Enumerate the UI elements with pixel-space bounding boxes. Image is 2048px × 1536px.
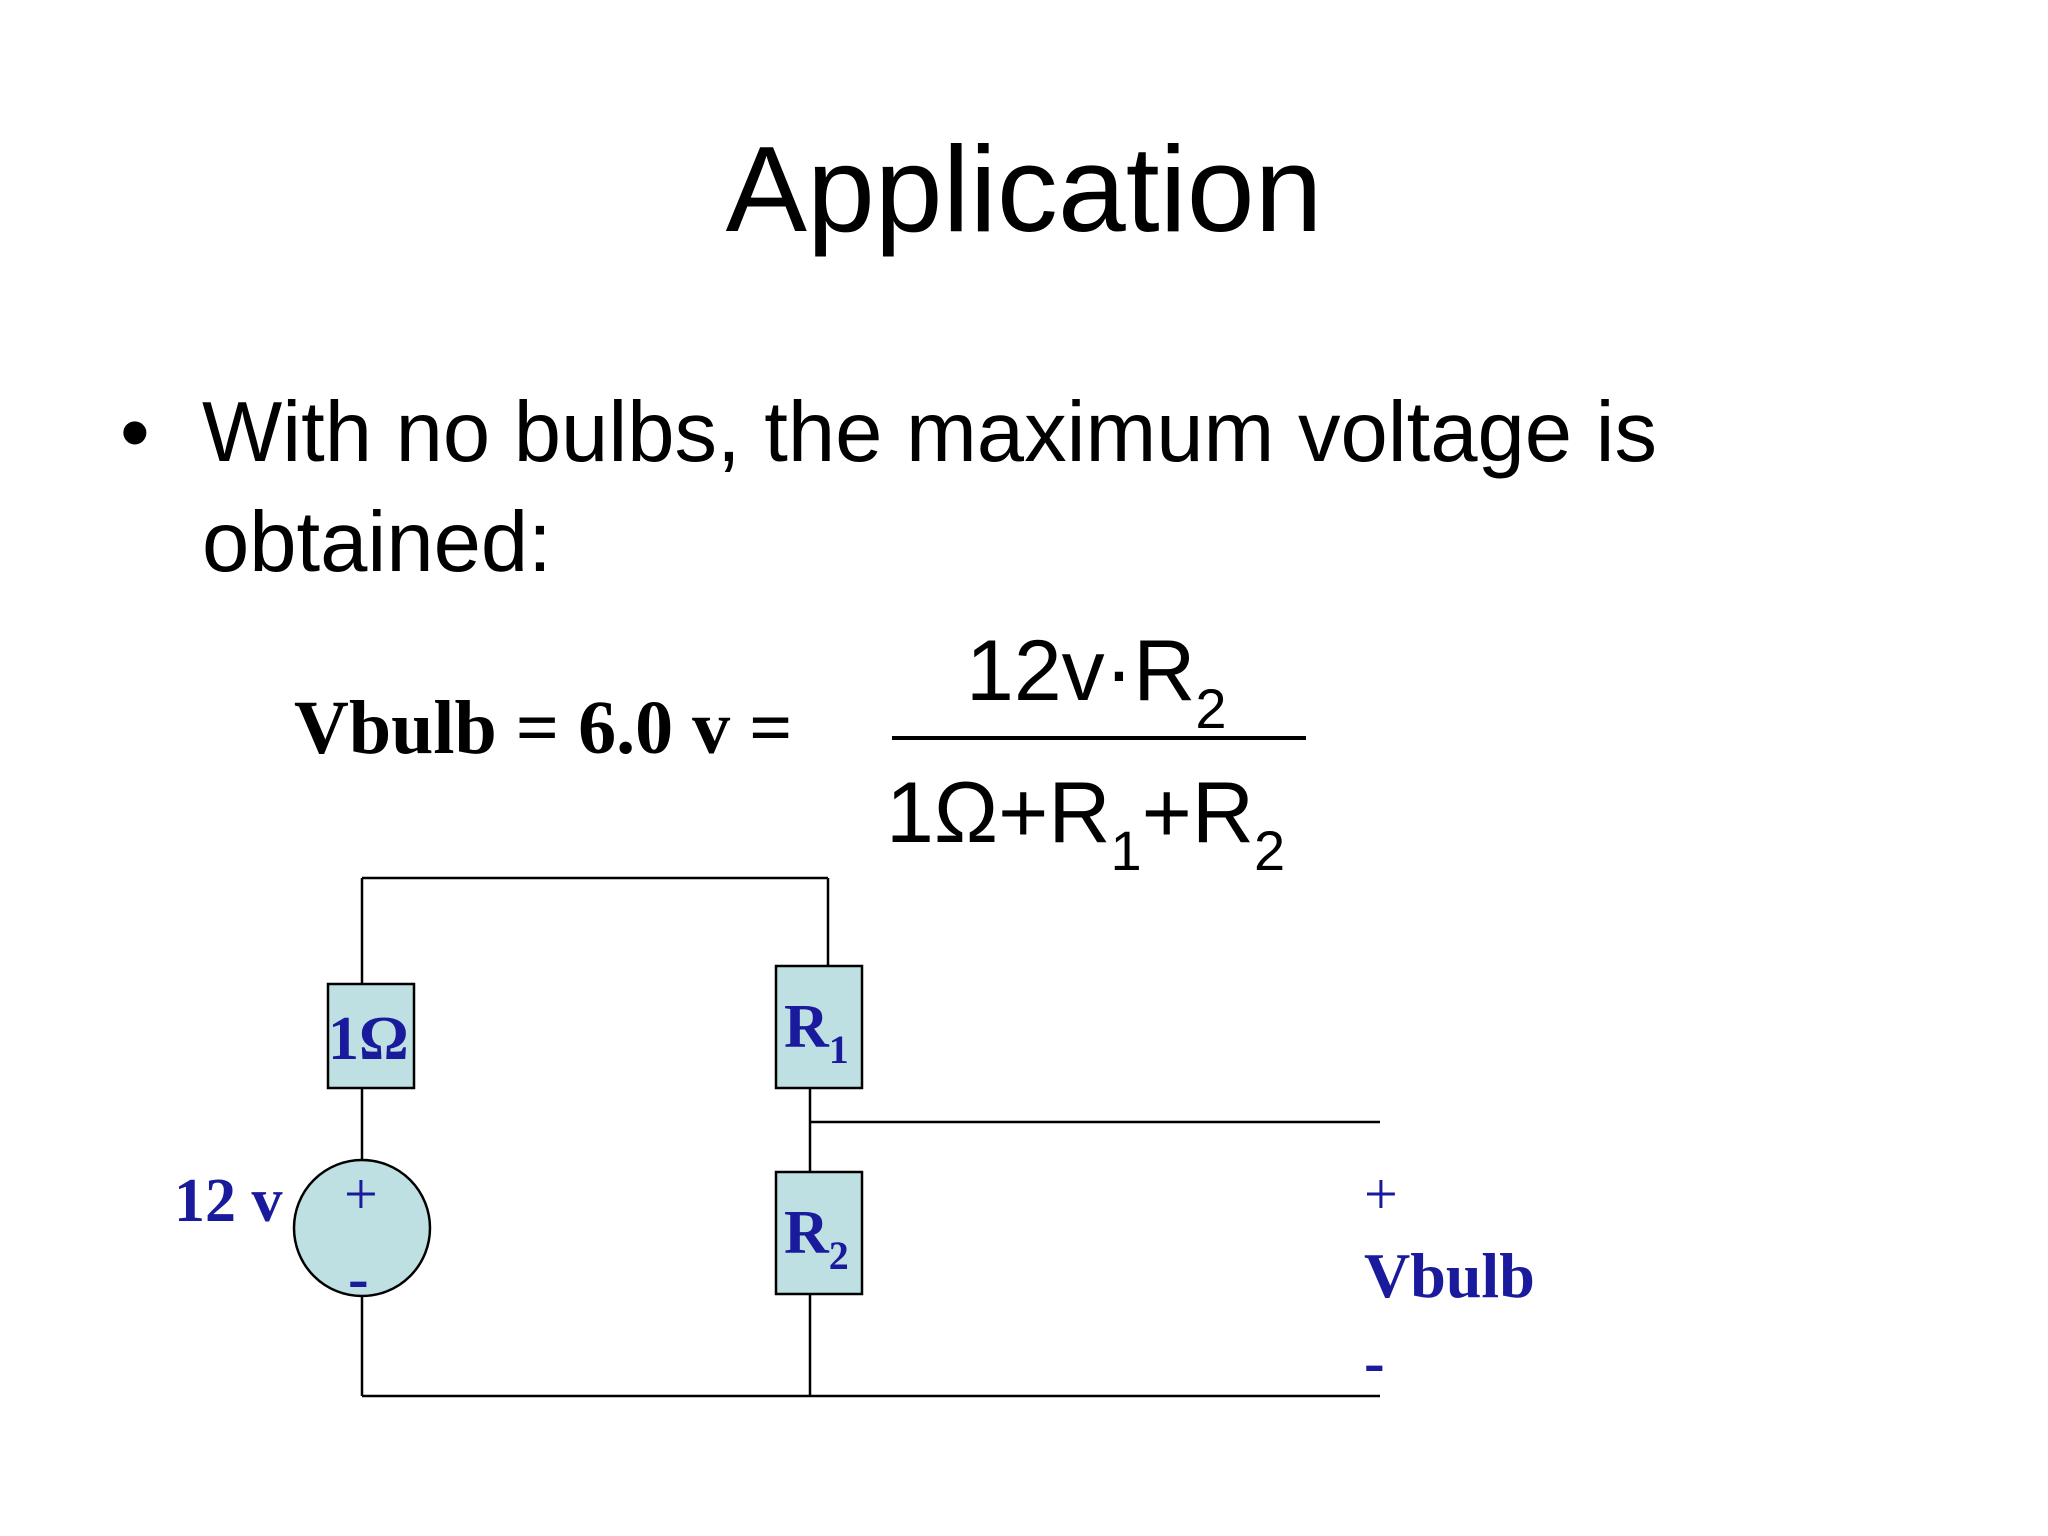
denominator-part-1: 1Ω+R: [886, 765, 1111, 861]
output-minus-sign: -: [1364, 1329, 1385, 1397]
resistor-r1-label: R1: [784, 993, 849, 1070]
resistor-1-ohm-label: 1Ω: [328, 1005, 409, 1073]
resistor-r2: [774, 1170, 864, 1296]
circuit-wires: [360, 876, 1380, 1398]
voltage-source: [292, 1158, 432, 1298]
resistor-1-ohm: [326, 982, 416, 1090]
resistor-r1-subscript: 1: [828, 1027, 849, 1072]
output-plus-sign: +: [1364, 1161, 1398, 1227]
resistor-r1: [774, 964, 864, 1090]
fraction-bar: [892, 736, 1306, 740]
slide-title: Application: [725, 121, 1323, 257]
resistor-r1-main: R: [784, 993, 829, 1061]
source-voltage-label: 12 v: [174, 1167, 283, 1235]
bullet-text: With no bulbs, the maximum voltage is ob…: [202, 385, 1658, 590]
fraction-numerator: 12v·R2: [966, 628, 1227, 737]
resistor-r2-main: R: [784, 1199, 829, 1267]
bullet-marker: •: [120, 385, 150, 480]
denominator-subscript-1: 1: [1110, 819, 1142, 882]
source-minus-sign: -: [348, 1245, 369, 1313]
denominator-subscript-2: 2: [1253, 819, 1286, 882]
output-vbulb-label: Vbulb: [1364, 1240, 1535, 1311]
source-plus-sign: +: [344, 1161, 378, 1227]
numerator-main: 12v·R: [966, 623, 1196, 719]
resistor-r2-subscript: 2: [828, 1233, 849, 1278]
formula-label: Vbulb = 6.0 v =: [294, 686, 793, 770]
denominator-part-2: +R: [1141, 765, 1254, 861]
fraction-denominator: 1Ω+R1+R2: [886, 770, 1285, 879]
resistor-r2-label: R2: [784, 1199, 849, 1276]
numerator-subscript: 2: [1195, 677, 1227, 740]
